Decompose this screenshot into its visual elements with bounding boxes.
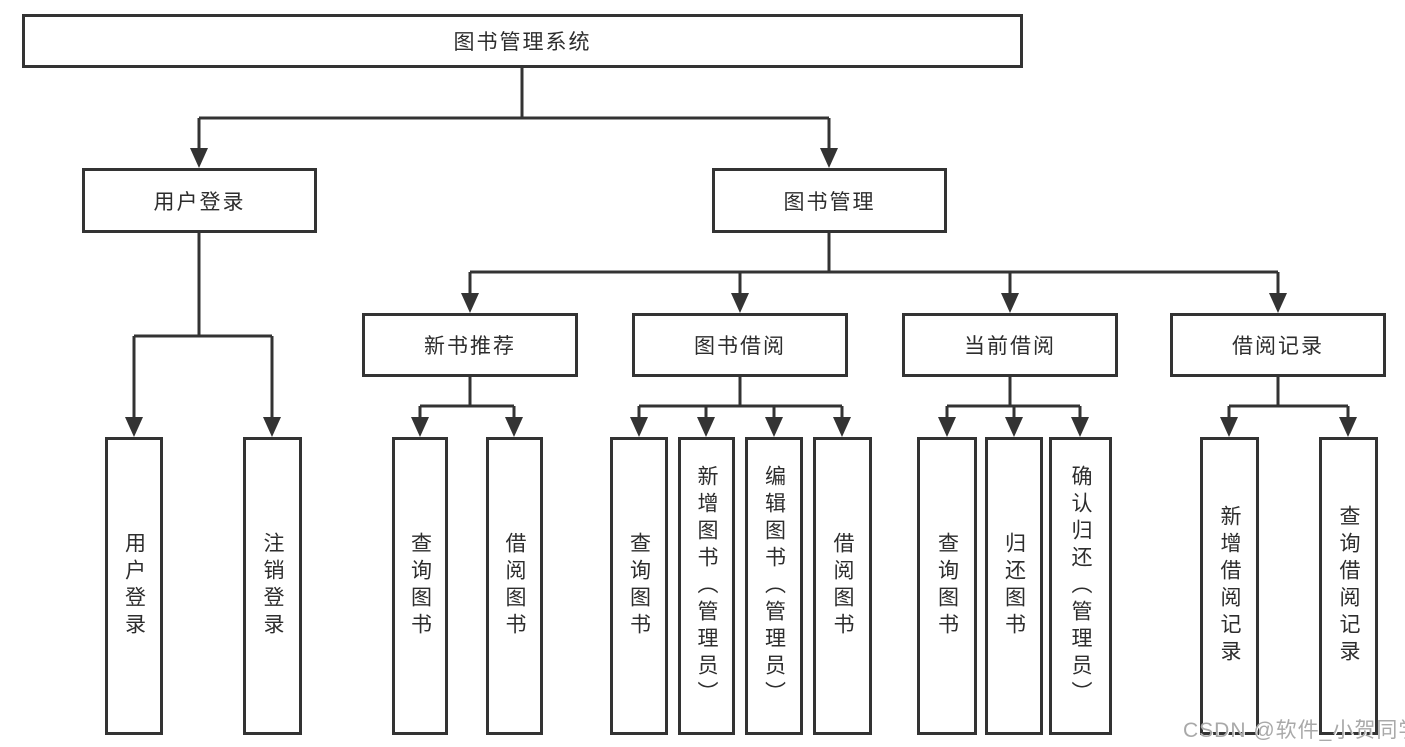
leaf-newbooks-query: 查询图书 bbox=[392, 437, 448, 735]
leaf-user-login-label: 用户登录 bbox=[122, 532, 146, 640]
connector-new-books-split bbox=[418, 377, 516, 419]
arrow-down-icon bbox=[833, 417, 851, 437]
node-current-borrow: 当前借阅 bbox=[902, 313, 1118, 377]
node-book-mgmt: 图书管理 bbox=[712, 168, 947, 233]
arrow-down-icon bbox=[125, 417, 143, 437]
arrow-down-icon bbox=[820, 148, 838, 168]
leaf-borrow-query: 查询图书 bbox=[610, 437, 668, 735]
leaf-current-return-label: 归还图书 bbox=[1002, 532, 1026, 640]
leaf-records-query-label: 查询借阅记录 bbox=[1337, 505, 1360, 667]
arrow-down-icon bbox=[1339, 417, 1357, 437]
arrow-down-icon bbox=[505, 417, 523, 437]
connector-current-borrow-split bbox=[945, 377, 1082, 419]
node-root-label: 图书管理系统 bbox=[453, 31, 592, 54]
leaf-borrow-borrow: 借阅图书 bbox=[813, 437, 872, 735]
arrow-down-icon bbox=[1269, 293, 1287, 313]
leaf-records-query: 查询借阅记录 bbox=[1319, 437, 1378, 735]
connector-book-borrow-split bbox=[637, 377, 844, 419]
node-book-borrow: 图书借阅 bbox=[632, 313, 848, 377]
arrow-down-icon bbox=[938, 417, 956, 437]
node-book-borrow-label: 图书借阅 bbox=[694, 335, 786, 358]
csdn-watermark: CSDN @软件_小贺同学 bbox=[1183, 719, 1405, 742]
arrow-down-icon bbox=[263, 417, 281, 437]
leaf-borrow-edit-label: 编辑图书（管理员） bbox=[762, 464, 786, 708]
connector-borrow-records-split bbox=[1227, 377, 1350, 419]
arrow-down-icon bbox=[190, 148, 208, 168]
arrow-down-icon bbox=[411, 417, 429, 437]
arrow-down-icon bbox=[1001, 293, 1019, 313]
arrow-down-icon bbox=[1220, 417, 1238, 437]
leaf-logout-label: 注销登录 bbox=[261, 532, 284, 640]
node-new-books: 新书推荐 bbox=[362, 313, 578, 377]
leaf-current-query-label: 查询图书 bbox=[935, 532, 959, 640]
leaf-logout: 注销登录 bbox=[243, 437, 302, 735]
leaf-borrow-edit: 编辑图书（管理员） bbox=[745, 437, 803, 735]
leaf-borrow-add-label: 新增图书（管理员） bbox=[695, 464, 718, 708]
arrow-down-icon bbox=[461, 293, 479, 313]
leaf-borrow-borrow-label: 借阅图书 bbox=[831, 532, 854, 640]
node-borrow-records-label: 借阅记录 bbox=[1232, 335, 1324, 358]
leaf-records-add: 新增借阅记录 bbox=[1200, 437, 1259, 735]
node-current-borrow-label: 当前借阅 bbox=[964, 335, 1056, 358]
node-borrow-records: 借阅记录 bbox=[1170, 313, 1386, 377]
arrow-down-icon bbox=[1071, 417, 1089, 437]
leaf-records-add-label: 新增借阅记录 bbox=[1218, 505, 1241, 667]
leaf-borrow-query-label: 查询图书 bbox=[627, 532, 651, 640]
node-user-login-label: 用户登录 bbox=[153, 190, 246, 214]
connector-user-login-split bbox=[132, 233, 274, 419]
node-book-mgmt-label: 图书管理 bbox=[783, 190, 876, 214]
leaf-user-login: 用户登录 bbox=[105, 437, 163, 735]
leaf-newbooks-query-label: 查询图书 bbox=[408, 532, 432, 640]
leaf-current-confirm: 确认归还（管理员） bbox=[1049, 437, 1112, 735]
leaf-newbooks-borrow-label: 借阅图书 bbox=[503, 532, 526, 640]
node-user-login: 用户登录 bbox=[82, 168, 317, 233]
leaf-borrow-add: 新增图书（管理员） bbox=[678, 437, 735, 735]
leaf-current-return: 归还图书 bbox=[985, 437, 1043, 735]
arrow-down-icon bbox=[697, 417, 715, 437]
node-new-books-label: 新书推荐 bbox=[424, 335, 516, 358]
connector-root-to-level2 bbox=[197, 68, 831, 150]
node-root: 图书管理系统 bbox=[22, 14, 1023, 68]
leaf-current-query: 查询图书 bbox=[917, 437, 977, 735]
leaf-current-confirm-label: 确认归还（管理员） bbox=[1069, 464, 1092, 708]
arrow-down-icon bbox=[765, 417, 783, 437]
connector-book-mgmt-to-level3 bbox=[468, 233, 1280, 295]
leaf-newbooks-borrow: 借阅图书 bbox=[486, 437, 543, 735]
arrow-down-icon bbox=[630, 417, 648, 437]
arrow-down-icon bbox=[1005, 417, 1023, 437]
arrow-down-icon bbox=[731, 293, 749, 313]
